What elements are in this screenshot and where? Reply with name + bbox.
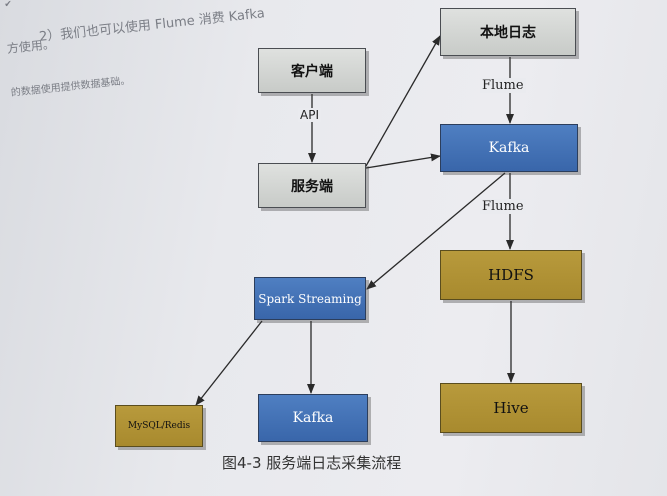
client-node-label: 客户端 [291,63,333,80]
local-log-node-label: 本地日志 [480,25,536,41]
server-node: 服务端 [258,163,366,208]
mysql-redis-node: MySQL/Redis [115,405,203,447]
kafka-top-node: Kafka [440,124,578,172]
mysql-redis-node-label: MySQL/Redis [127,421,191,431]
edge-spark-mysql [195,320,263,406]
kafka-top-node-label: Kafka [488,140,530,156]
kafka-bottom-node: Kafka [258,394,368,442]
edge-server-local-log [365,35,441,167]
edge-server-kafka [365,153,441,169]
server-node-label: 服务端 [291,178,333,195]
edge-kafka-spark [366,172,506,290]
edge-label-api: API [298,108,321,122]
local-log-node: 本地日志 [440,8,576,56]
edge-label-flume-bottom: Flume [480,199,526,214]
hdfs-node: HDFS [440,250,582,300]
hive-node: Hive [440,383,582,433]
hive-node-label: Hive [493,399,529,417]
spark-streaming-node-label: Spark Streaming [258,291,362,306]
hdfs-node-label: HDFS [488,266,534,284]
spark-streaming-node: Spark Streaming [254,277,366,320]
kafka-bottom-node-label: Kafka [292,410,334,426]
client-node: 客户端 [258,48,366,93]
figure-caption: 图4-3 服务端日志采集流程 [222,454,402,472]
edge-label-flume-top: Flume [480,78,526,93]
